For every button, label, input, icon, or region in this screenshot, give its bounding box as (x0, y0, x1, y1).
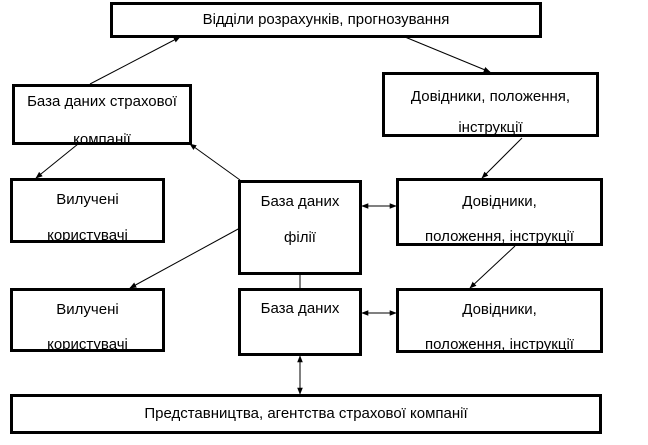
edge-company-db-to-removed-users-1 (35, 143, 79, 179)
node-refs-2: Довідники, положення, інструкції (396, 178, 603, 246)
node-company-db-line1: База даних страхової (27, 93, 177, 110)
edge-company-db-to-calc-dept (89, 36, 181, 85)
node-removed-users-1-line2: користувачі (47, 227, 128, 243)
edge-calc-dept-to-refs-1 (404, 36, 491, 73)
node-branch-db: База даних філії (238, 180, 362, 275)
node-refs-2-line2: положення, інструкції (425, 228, 574, 245)
node-refs-2-line1: Довідники, (462, 193, 537, 210)
edge-branch-db-to-removed-users-2 (129, 227, 241, 289)
node-agencies: Представництва, агентства страхової комп… (10, 394, 602, 434)
node-company-db-line2: компанії (73, 131, 131, 145)
edge-refs-1-to-refs-2 (481, 137, 523, 179)
node-removed-users-2-line1: Вилучені (56, 301, 119, 318)
node-refs-3-line1: Довідники, (462, 301, 537, 318)
node-removed-users-1-line1: Вилучені (56, 191, 119, 208)
node-branch-db-line2: філії (284, 229, 316, 246)
node-branch-db-line1: База даних (260, 193, 340, 210)
node-refs-3: Довідники, положення, інструкції (396, 288, 603, 353)
node-db-line1: База даних (260, 300, 340, 317)
node-company-db: База даних страхової компанії (12, 84, 192, 145)
node-calc-dept: Відділи розрахунків, прогнозування (110, 2, 542, 38)
node-removed-users-1: Вилучені користувачі (10, 178, 165, 243)
node-agencies-line1: Представництва, агентства страхової комп… (144, 405, 468, 422)
node-refs-1-line1: Довідники, положення, (410, 88, 571, 105)
node-removed-users-2: Вилучені користувачі (10, 288, 165, 352)
edge-branch-db-to-company-db (189, 143, 241, 181)
node-calc-dept-line1: Відділи розрахунків, прогнозування (202, 11, 450, 28)
node-refs-1-line2: інструкції (458, 119, 523, 136)
node-removed-users-2-line2: користувачі (47, 336, 128, 352)
edge-refs-2-to-refs-3 (469, 245, 516, 289)
node-refs-3-line2: положення, інструкції (425, 336, 574, 353)
node-db: База даних (238, 288, 362, 356)
node-refs-1: Довідники, положення, інструкції (382, 72, 599, 137)
